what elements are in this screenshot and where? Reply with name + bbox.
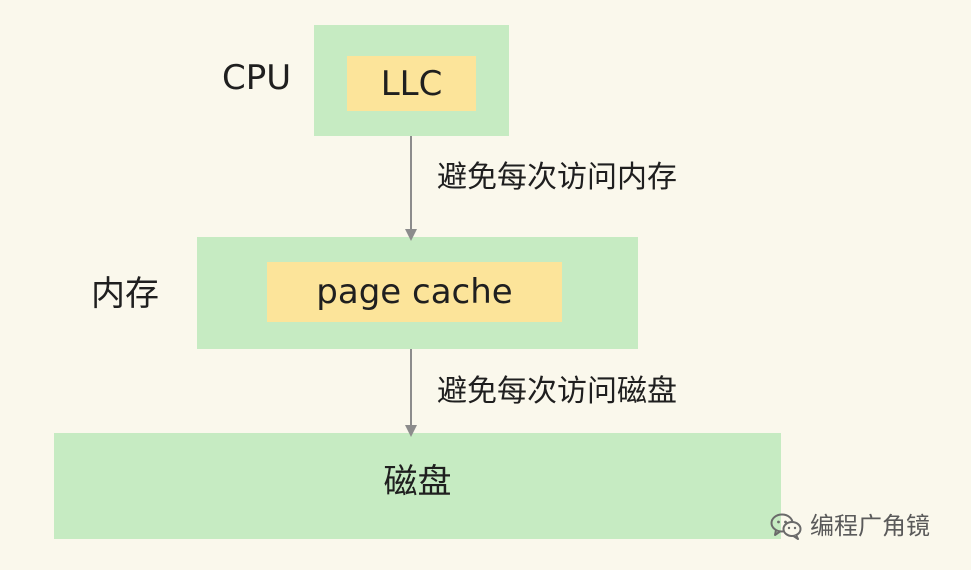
cpu-box: LLC	[314, 25, 509, 136]
page-cache-label: page cache	[316, 272, 513, 312]
arrow-memory-to-disk	[405, 349, 417, 437]
llc-box: LLC	[347, 56, 476, 111]
llc-label: LLC	[380, 63, 443, 104]
edge-label-memory-to-disk: 避免每次访问磁盘	[437, 374, 677, 409]
memory-box: page cache	[197, 237, 638, 349]
watermark-text: 编程广角镜	[810, 512, 930, 540]
disk-label: 磁盘	[383, 462, 452, 502]
page-cache-box: page cache	[267, 262, 562, 322]
watermark: 编程广角镜	[770, 511, 930, 541]
wechat-icon	[770, 513, 802, 540]
memory-label: 内存	[91, 274, 159, 314]
disk-box: 磁盘	[54, 433, 781, 539]
cpu-label: CPU	[222, 58, 292, 98]
arrow-llc-to-memory	[405, 136, 417, 241]
edge-label-llc-to-memory: 避免每次访问内存	[437, 160, 677, 195]
